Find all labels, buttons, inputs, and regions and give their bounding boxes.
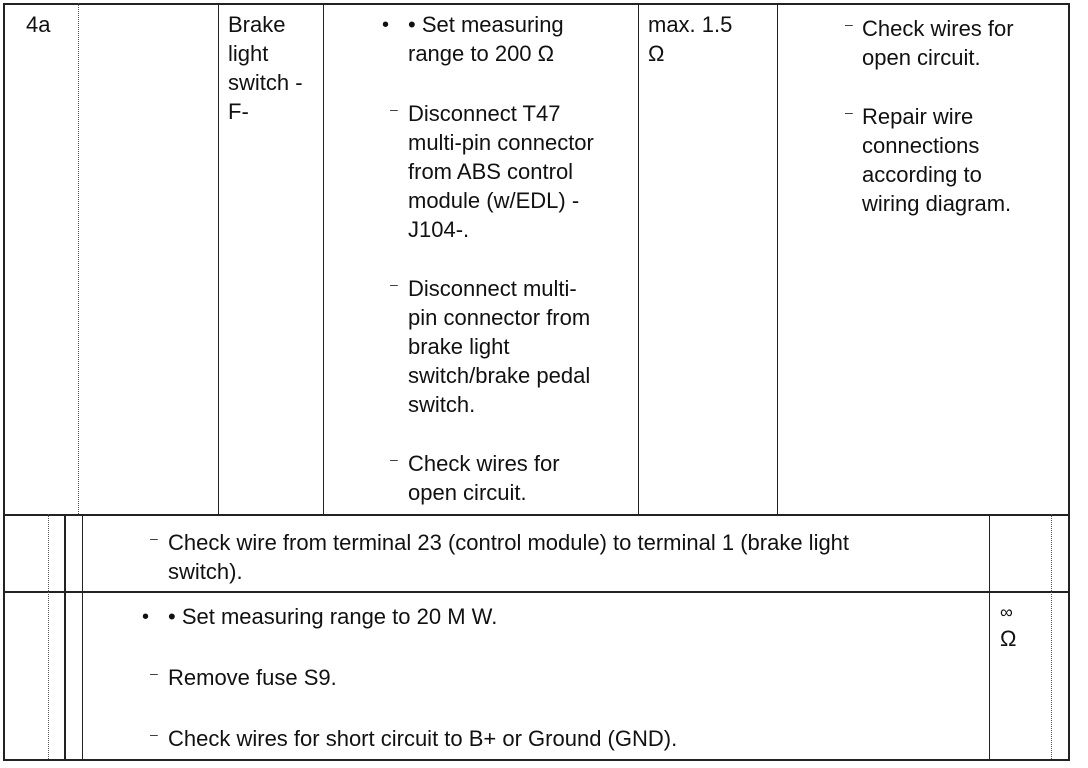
dash-marker: – <box>150 726 158 742</box>
remedy-line: connections <box>862 133 980 158</box>
procedure-step: Disconnect T47 multi-pin connector from … <box>408 99 594 244</box>
bullet-marker: • <box>142 606 150 628</box>
procedure-line: open circuit. <box>408 480 527 505</box>
short-check-step: Check wires for short circuit to B+ or G… <box>168 724 677 753</box>
lower-col-divider-4 <box>989 514 990 759</box>
table-border-right <box>1068 3 1070 760</box>
dash-marker: – <box>150 665 158 681</box>
procedure-line: switch/brake pedal <box>408 363 591 388</box>
table-border-top <box>3 3 1070 5</box>
step-line: Remove fuse S9. <box>168 665 337 690</box>
procedure-line: pin connector from <box>408 305 591 330</box>
procedure-line: Disconnect T47 <box>408 101 561 126</box>
procedure-line: from ABS control <box>408 159 574 184</box>
lower-col-divider-1 <box>48 514 49 759</box>
table-border-bottom <box>3 759 1070 761</box>
step-line: • Set measuring range to 20 M W. <box>168 604 498 629</box>
procedure-step: Check wires for open circuit. <box>408 449 560 507</box>
remedy-line: wiring diagram. <box>862 191 1012 216</box>
bullet-marker: • <box>382 14 390 36</box>
component-name: Brake light switch - F- <box>228 10 303 126</box>
dash-marker: – <box>845 16 853 32</box>
remedy-line: according to <box>862 162 982 187</box>
row2-bottom-border <box>3 591 1070 593</box>
row1-bottom-border <box>3 514 1070 516</box>
component-line: light <box>228 41 269 66</box>
spec-line: max. 1.5 <box>648 12 733 37</box>
spec-value-infinite: ∞ Ω <box>1000 600 1016 653</box>
spec-line: Ω <box>648 41 665 66</box>
procedure-step: • Set measuring range to 200 Ω <box>408 10 564 68</box>
spec-value: max. 1.5 Ω <box>648 10 732 68</box>
lower-col-divider-2 <box>64 514 66 759</box>
procedure-line: range to 200 Ω <box>408 41 555 66</box>
lower-col-divider-3 <box>82 514 83 759</box>
step-line: Check wire from terminal 23 (control mod… <box>168 530 850 555</box>
dash-marker: – <box>390 451 398 467</box>
short-check-step: • Set measuring range to 20 M W. <box>168 602 497 631</box>
wire-check-step: Check wire from terminal 23 (control mod… <box>168 528 849 586</box>
remedy-line: Check wires for <box>862 16 1014 41</box>
step-line: Check wires for short circuit to B+ or G… <box>168 726 678 751</box>
procedure-line: Check wires for <box>408 451 560 476</box>
procedure-line: J104-. <box>408 217 470 242</box>
procedure-line: module (w/EDL) - <box>408 188 580 213</box>
component-line: switch - <box>228 70 303 95</box>
row1-col-divider-4 <box>638 3 639 514</box>
dash-marker: – <box>390 101 398 117</box>
short-check-step: Remove fuse S9. <box>168 663 337 692</box>
table-border-left <box>3 3 5 760</box>
lower-col-divider-5 <box>1051 514 1052 759</box>
remedy-line: Repair wire <box>862 104 974 129</box>
spec-line: ∞ <box>1000 602 1013 622</box>
step-line: switch). <box>168 559 243 584</box>
component-line: Brake <box>228 12 286 37</box>
remedy-line: open circuit. <box>862 45 981 70</box>
remedy-step: Repair wire connections according to wir… <box>862 102 1011 218</box>
remedy-step: Check wires for open circuit. <box>862 14 1014 72</box>
procedure-line: • Set measuring <box>408 12 564 37</box>
row1-col-divider-3 <box>323 3 324 514</box>
component-line: F- <box>228 99 249 124</box>
step-number: 4a <box>26 12 51 37</box>
dash-marker: – <box>150 530 158 546</box>
procedure-line: multi-pin connector <box>408 130 594 155</box>
row1-col-divider-2 <box>218 3 219 514</box>
procedure-line: brake light <box>408 334 510 359</box>
row1-col-divider-1 <box>78 3 79 514</box>
procedure-line: switch. <box>408 392 476 417</box>
procedure-line: Disconnect multi- <box>408 276 577 301</box>
dash-marker: – <box>845 104 853 120</box>
row1-col-divider-5 <box>777 3 778 514</box>
dash-marker: – <box>390 276 398 292</box>
spec-line: Ω <box>1000 626 1017 651</box>
procedure-step: Disconnect multi- pin connector from bra… <box>408 274 590 419</box>
